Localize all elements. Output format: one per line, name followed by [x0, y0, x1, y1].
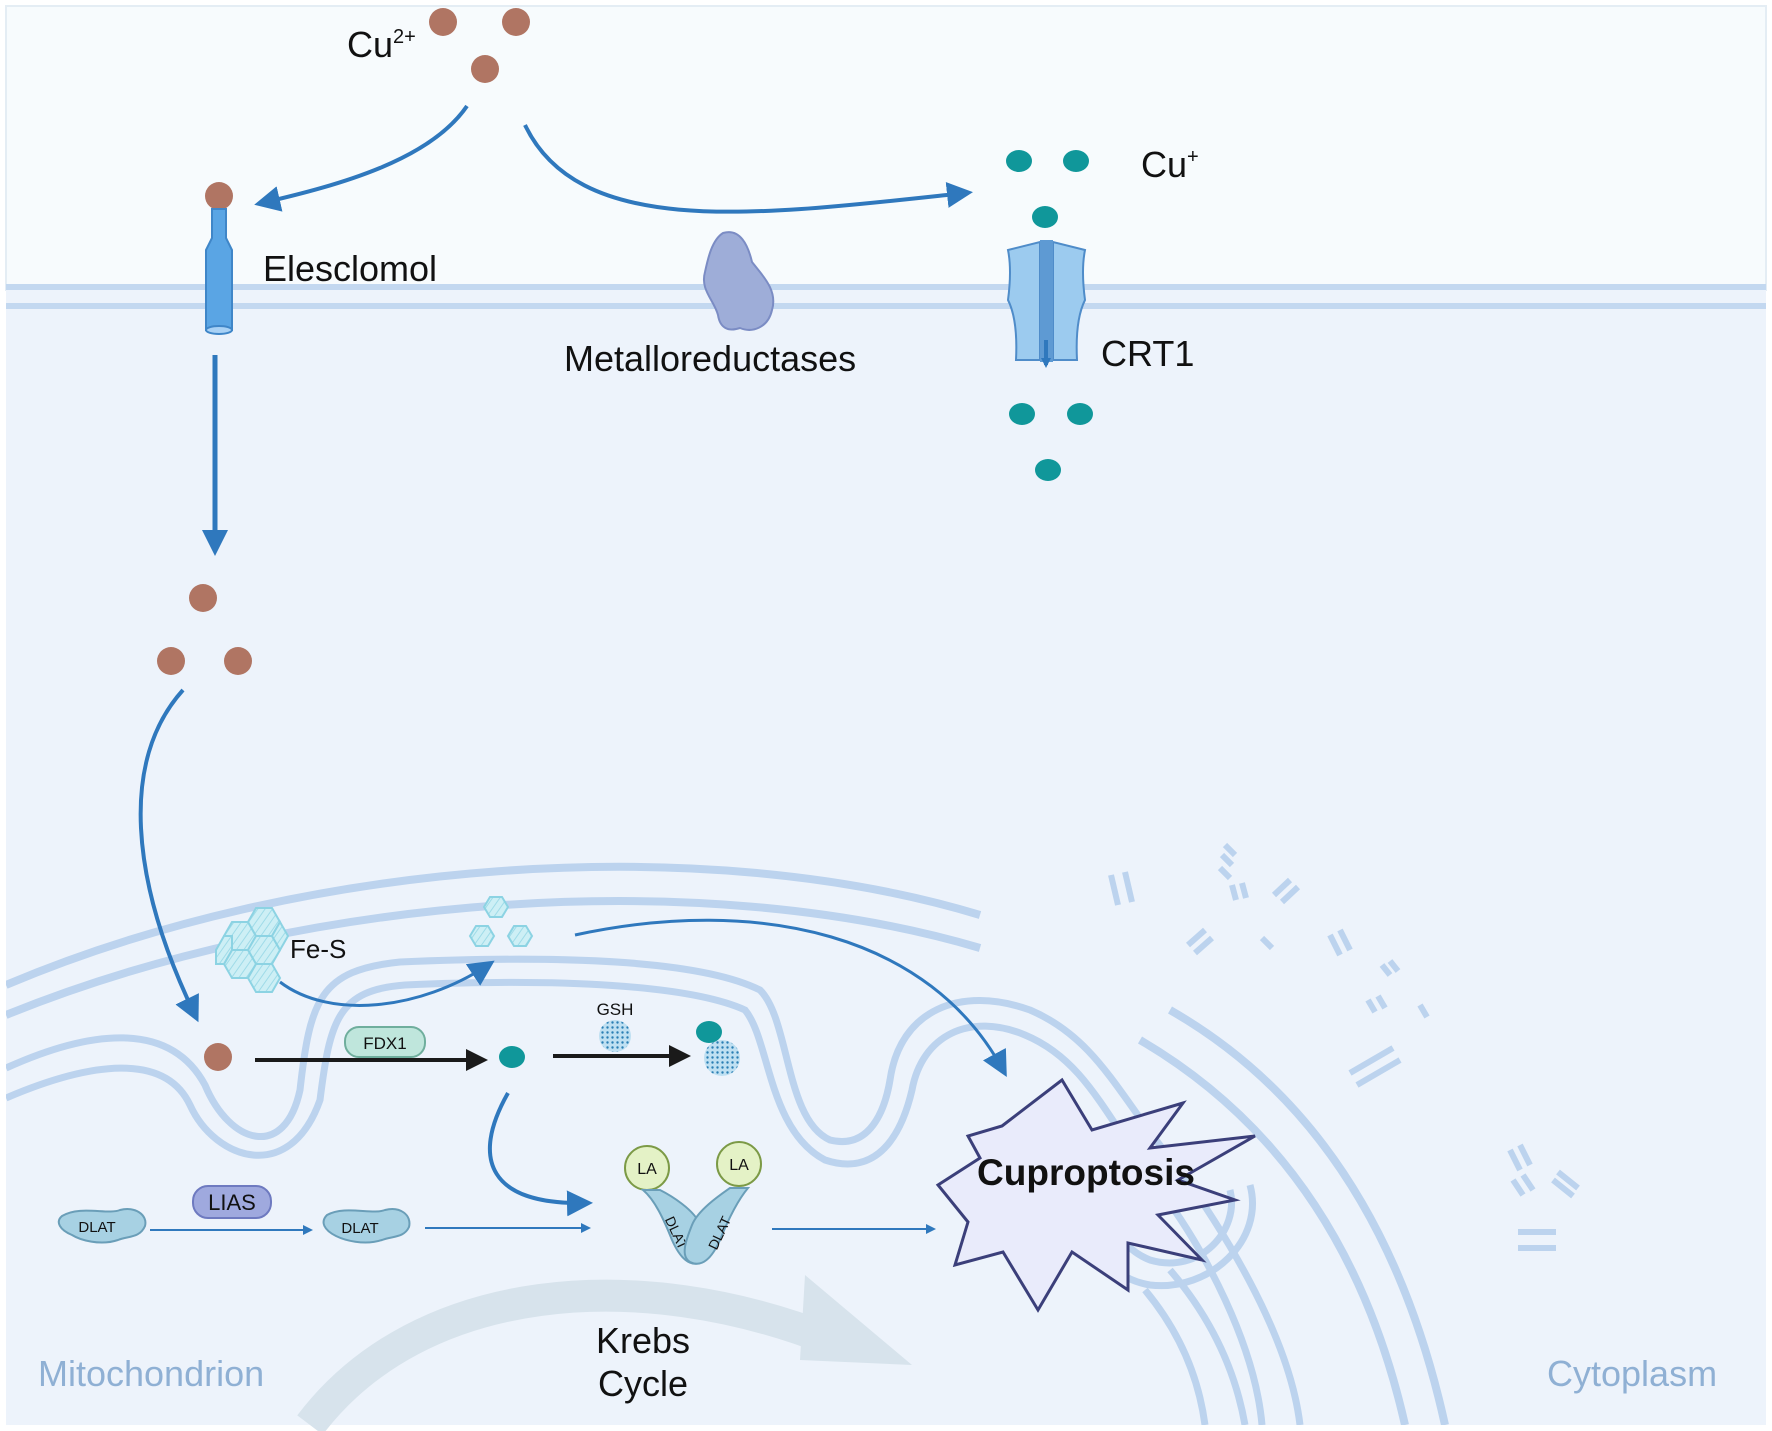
- lias-label: LIAS: [208, 1190, 256, 1215]
- arrow-fe-s-disassembly: [279, 960, 495, 1007]
- fdx1-badge: [344, 1026, 426, 1058]
- cu2-label: Cu2+: [347, 24, 416, 65]
- crt1-label: CRT1: [1101, 333, 1194, 374]
- cuproptosis-burst: [935, 1077, 1256, 1313]
- svg-text:LA: LA: [729, 1157, 749, 1174]
- membrane-fragments: [1108, 842, 1580, 1251]
- gsh-label: GSH: [597, 1000, 634, 1019]
- arrow-cu2-to-cu1: [523, 124, 973, 214]
- cu2-ions-cytoplasm: [157, 584, 252, 675]
- svg-text:DLAT: DLAT: [78, 1219, 115, 1236]
- cu1-label: Cu+: [1141, 144, 1199, 185]
- cytoplasm-region: [6, 290, 1766, 1425]
- fe-s-cluster-icon: [215, 907, 290, 993]
- elesclomol-label: Elesclomol: [263, 248, 437, 289]
- lias-badge: [192, 1185, 272, 1219]
- krebs-cycle-label-line2: Cycle: [598, 1363, 688, 1404]
- krebs-cycle-label-line1: Krebs: [596, 1320, 690, 1361]
- svg-text:DLAT: DLAT: [341, 1220, 378, 1237]
- cuproptosis-label: Cuproptosis: [977, 1152, 1195, 1193]
- crt1-transporter-icon: [1006, 240, 1087, 368]
- dlat-protein-icon-2: DLAT: [322, 1208, 411, 1244]
- cu1-ions-extracellular: [1006, 150, 1089, 228]
- cu2-ion-mitochondrion: [204, 1043, 232, 1071]
- arrow-cu2-to-elesclomol: [254, 104, 469, 212]
- dlat-protein-icon: DLAT: [57, 1208, 147, 1244]
- svg-text:LA: LA: [637, 1161, 657, 1178]
- fe-s-fragments-icon: [468, 896, 534, 947]
- plasma-membrane: [6, 284, 1766, 309]
- krebs-cycle-arrow: [297, 1275, 912, 1431]
- cytoplasm-label: Cytoplasm: [1547, 1353, 1717, 1394]
- cu1-ion-mitochondrion: [499, 1046, 525, 1068]
- cu2-ions-extracellular: [429, 8, 530, 83]
- arrow-cu2-into-mitochondrion: [138, 688, 199, 1023]
- cu-gsh-complex-icon: [696, 1021, 740, 1076]
- cu1-ions-cytoplasm: [1009, 403, 1093, 481]
- gsh-molecule-icon: [599, 1020, 631, 1052]
- metalloreductases-label: Metalloreductases: [564, 338, 856, 379]
- mitochondrion-label: Mitochondrion: [38, 1353, 264, 1394]
- elesclomol-icon: [205, 182, 233, 335]
- arrow-fe-s-to-cuproptosis: [574, 918, 1007, 1078]
- arrow-cu1-to-dlat: [487, 1092, 593, 1217]
- fe-s-label: Fe-S: [290, 934, 346, 964]
- metalloreductase-protein-icon: [702, 231, 775, 331]
- extracellular-region: [5, 5, 1767, 291]
- fdx1-label: FDX1: [363, 1034, 406, 1053]
